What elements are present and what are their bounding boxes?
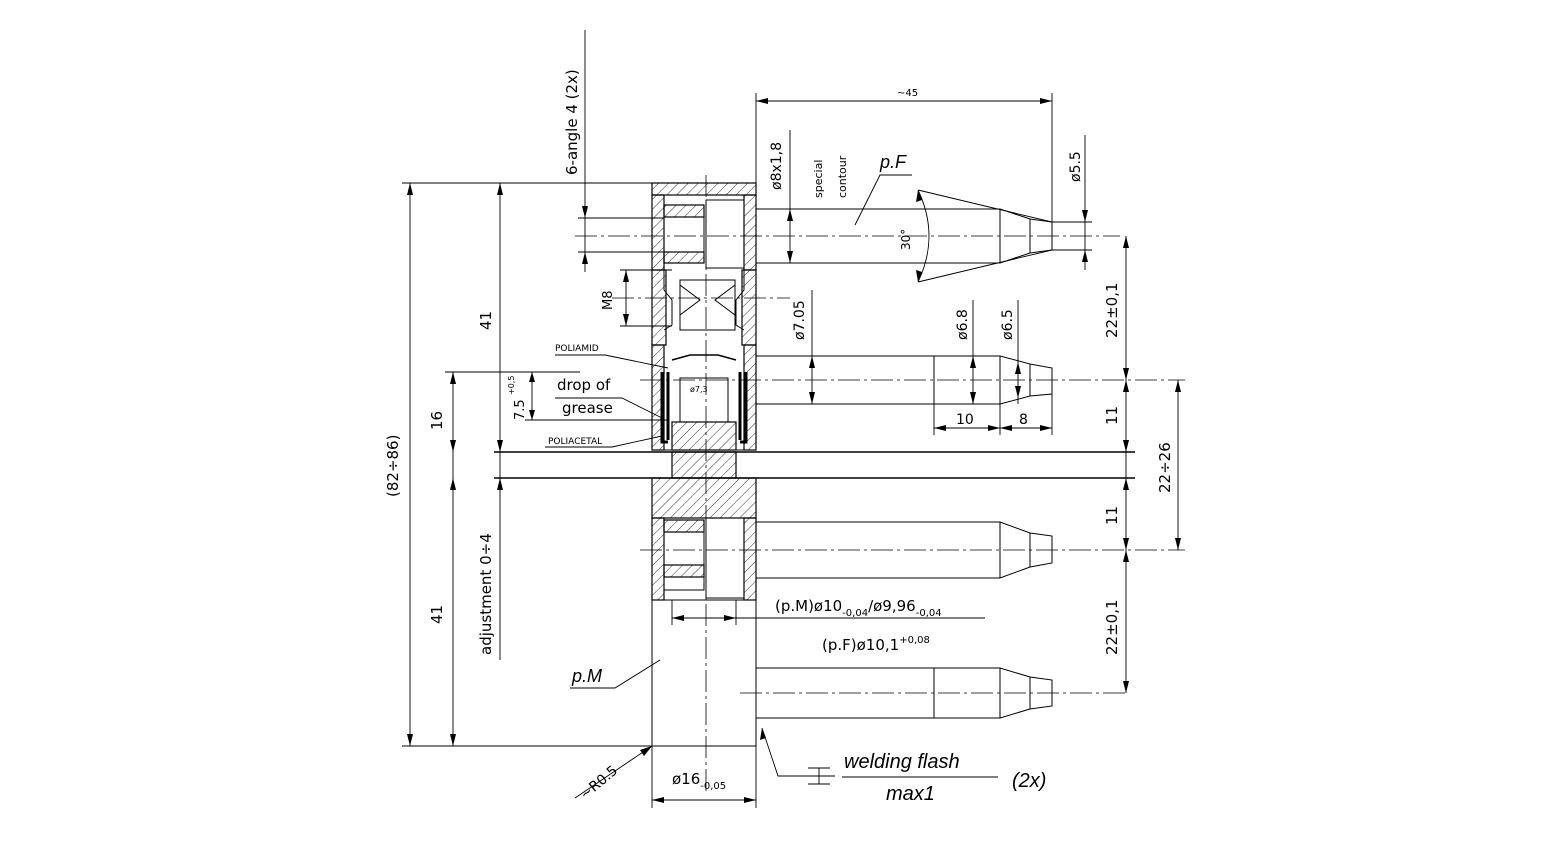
- label-adjustment: adjustment 0÷4: [477, 533, 495, 655]
- label-tol-75: 7.5: [513, 399, 528, 420]
- upper-hinge-body: [651, 182, 757, 451]
- label-dim-82-86: (82÷86): [384, 435, 402, 497]
- lower-hinge-body: [651, 451, 757, 747]
- label-dim-22-26: 22÷26: [1156, 442, 1174, 493]
- label-weld-top: welding flash: [844, 751, 960, 773]
- label-poliacetal: POLIACETAL: [548, 437, 602, 447]
- label-m8: M8: [601, 291, 616, 311]
- label-hex-socket: 6-angle 4 (2x): [563, 69, 581, 175]
- label-pm-tolerance: (p.M)ø10-0,04/ø9,96-0,04: [775, 597, 942, 619]
- label-dia-68: ø6.8: [955, 309, 971, 340]
- label-dim-8: 8: [1019, 412, 1028, 428]
- label-drop-of: drop of: [557, 376, 611, 394]
- label-dia-705: ø7.05: [792, 300, 808, 340]
- label-dim-41-bottom: 41: [428, 605, 446, 624]
- label-dim-11-top: 11: [1103, 406, 1121, 425]
- label-grease: grease: [562, 399, 613, 417]
- label-weld-count: (2x): [1012, 770, 1046, 792]
- label-dia-65: ø6.5: [1000, 309, 1016, 340]
- dimension-lines: [402, 30, 1181, 808]
- label-dia-55: ø5.5: [1068, 151, 1084, 182]
- label-dia-73: ø7,3: [690, 385, 708, 394]
- label-dim-16: 16: [428, 411, 446, 430]
- label-poliamid: POLIAMID: [555, 344, 599, 354]
- label-special: special: [812, 160, 825, 198]
- label-pin-m: p.M: [571, 666, 602, 686]
- label-dia-8x18: ø8x1,8: [769, 142, 785, 190]
- label-dim-41-top: 41: [477, 311, 495, 330]
- label-dim-10: 10: [956, 412, 974, 428]
- label-pin-f: p.F: [879, 152, 907, 172]
- label-dim-11-bottom: 11: [1103, 506, 1121, 525]
- label-approx-length: ~45: [897, 88, 918, 99]
- label-weld-bottom: max1: [886, 783, 935, 805]
- label-angle-30: 30°: [899, 229, 913, 250]
- label-contour: contour: [836, 155, 849, 198]
- annotations: 6-angle 4 (2x) ~45 ø8x1,8 special contou…: [384, 69, 1174, 805]
- label-pf-tolerance: (p.F)ø10,1+0,08: [822, 635, 930, 654]
- label-radius: ~R0.5: [577, 763, 621, 803]
- label-dim-22-bottom: 22±0,1: [1103, 599, 1121, 655]
- partition-lines: [494, 451, 1135, 479]
- label-tol-75-sup: +0,5: [507, 376, 516, 395]
- centerlines: [575, 175, 1185, 795]
- label-dia-16: ø16-0,05: [672, 770, 726, 792]
- label-dim-22-top: 22±0,1: [1103, 282, 1121, 338]
